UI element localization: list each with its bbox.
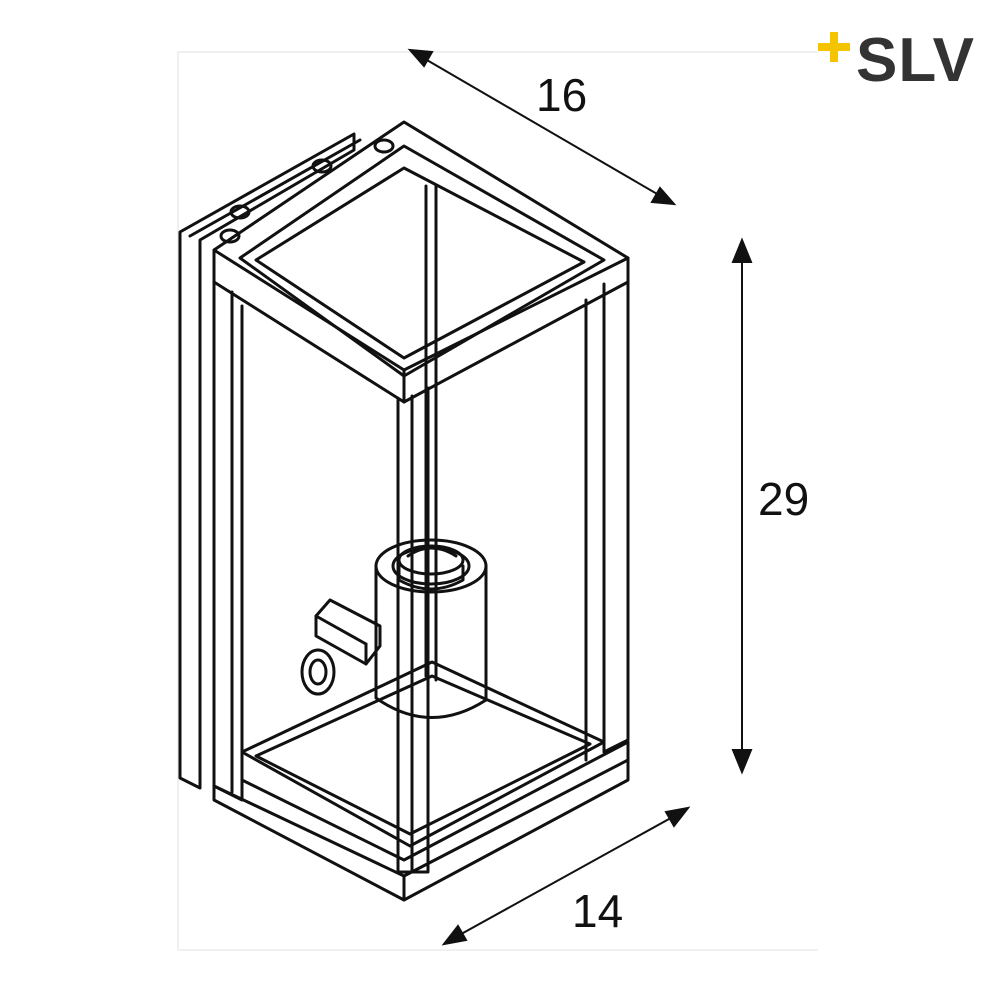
plus-icon xyxy=(818,32,850,62)
slv-logo: SLV xyxy=(818,28,983,108)
depth-label: 14 xyxy=(572,885,624,937)
dimension-lines xyxy=(407,48,753,946)
height-label: 29 xyxy=(758,473,810,525)
wall-plate xyxy=(178,132,356,790)
screw-icon xyxy=(311,158,333,174)
width-label: 16 xyxy=(536,69,588,121)
arrow-icon xyxy=(731,237,753,263)
depth-dimension-line xyxy=(453,813,679,939)
arrow-icon xyxy=(441,924,468,946)
lamp-holder xyxy=(374,564,488,719)
arrow-icon xyxy=(664,806,691,828)
lantern-outline xyxy=(178,120,630,902)
screw-icon xyxy=(373,138,395,154)
arrow-icon xyxy=(407,48,434,68)
arrow-icon xyxy=(731,749,753,775)
right-post xyxy=(602,280,630,754)
left-post xyxy=(212,280,244,802)
logo-text: SLV xyxy=(856,26,975,95)
screw-icon xyxy=(229,204,251,220)
bottom-frame xyxy=(212,740,630,878)
screw-icon xyxy=(219,228,241,244)
bottom-inner xyxy=(240,660,606,848)
arrow-icon xyxy=(650,186,677,206)
socket-arm xyxy=(314,598,382,666)
width-dimension-line xyxy=(419,55,665,199)
top-frame-inner xyxy=(238,144,606,378)
cable-ring-icon xyxy=(300,648,336,696)
canvas-edge xyxy=(177,51,818,951)
